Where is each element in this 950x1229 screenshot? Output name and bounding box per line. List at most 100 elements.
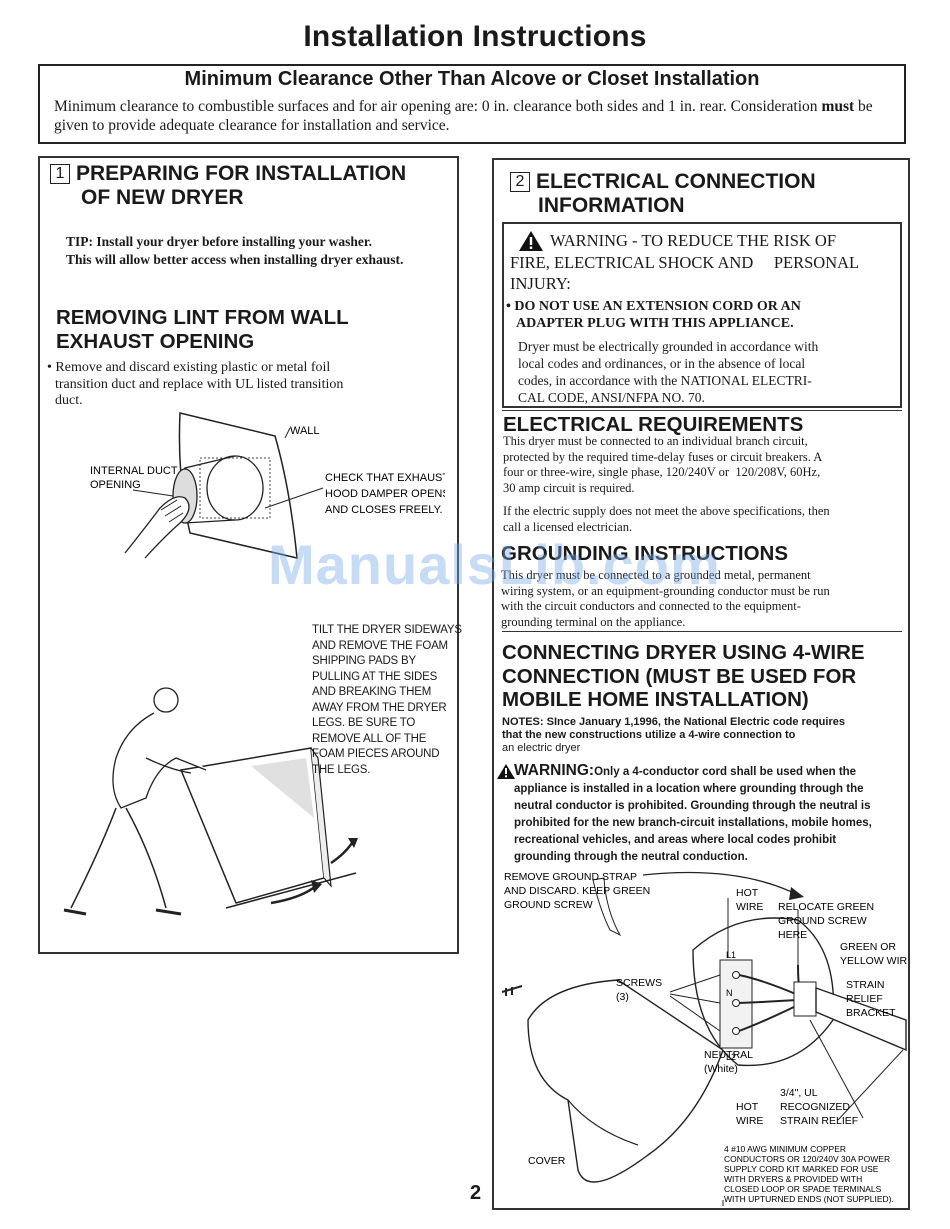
warning-line1: WARNING - TO REDUCE THE RISK OF	[550, 231, 837, 250]
grounding-line: wiring system, or an equipment-grounding…	[501, 583, 830, 598]
relocate-label-1: RELOCATE GREEN	[778, 901, 874, 913]
lint-heading-line2: EXHAUST OPENING	[56, 330, 255, 353]
hot-wire-label-2: WIRE	[736, 901, 763, 913]
grounded-line: CAL CODE, ANSI/NFPA NO. 70.	[518, 390, 705, 405]
tilt-line: AND BREAKING THEM	[312, 686, 432, 698]
licensed-electrician-text: If the electric supply does not meet the…	[503, 504, 830, 535]
grounding-line: grounding terminal on the appliance.	[501, 614, 686, 629]
terminal-l1-label: L1	[726, 950, 736, 960]
remove-strap-label-2: AND DISCARD. KEEP GREEN	[504, 885, 650, 897]
tilt-line: SHIPPING PADS BY	[312, 655, 416, 667]
warning-box: WARNING - TO REDUCE THE RISK OF FIRE, EL…	[502, 222, 902, 408]
wall-exhaust-illustration: WALL INTERNAL DUCT OPENING CHECK THAT EX…	[90, 412, 445, 559]
tilt-line: AWAY FROM THE DRYER	[312, 701, 447, 714]
warning2-line: grounding through the neutral conduction…	[514, 851, 748, 863]
tip-line1: TIP: Install your dryer before installin…	[66, 234, 373, 249]
lint-bullet-line1: • Remove and discard existing plastic or…	[47, 360, 331, 375]
tilt-line: PULLING AT THE SIDES	[312, 670, 438, 683]
ul-label-1: 3/4", UL	[780, 1087, 818, 1099]
tilt-line: LEGS. BE SURE TO	[312, 717, 416, 729]
no-ext-line2: ADAPTER PLUG WITH THIS APPLIANCE.	[516, 316, 794, 331]
internal-duct-label-2: OPENING	[90, 479, 141, 491]
hot-wire2-label-1: HOT	[736, 1101, 759, 1113]
section-number-box: 2	[510, 172, 530, 192]
no-extension-cord-text: • DO NOT USE AN EXTENSION CORD OR AN ADA…	[506, 298, 801, 332]
conductor-line: CLOSED LOOP OR SPADE TERMINALS	[724, 1184, 882, 1194]
four-wire-heading-line: CONNECTING DRYER USING 4-WIRE	[502, 641, 865, 664]
elec-req-line: four or three-wire, single phase, 120/24…	[503, 465, 821, 479]
lint-bullet-line2: transition duct and replace with UL list…	[55, 376, 344, 392]
tilt-line: TILT THE DRYER SIDEWAYS	[312, 624, 462, 636]
tilt-instructions: TILT THE DRYER SIDEWAYS AND REMOVE THE F…	[312, 623, 462, 778]
tilt-line: FOAM PIECES AROUND	[312, 748, 440, 760]
lint-heading-line1: REMOVING LINT FROM WALL	[56, 306, 349, 329]
licensed-line: call a licensed electrician.	[503, 519, 633, 534]
tip-text: TIP: Install your dryer before installin…	[66, 233, 403, 269]
grounding-heading: GROUNDING INSTRUCTIONS	[501, 542, 788, 565]
neutral-label-2: (White)	[704, 1063, 738, 1075]
remove-strap-label-3: GROUND SCREW	[504, 899, 593, 911]
warning2-label: WARNING:	[514, 762, 595, 779]
warning-text: WARNING - TO REDUCE THE RISK OF FIRE, EL…	[510, 230, 859, 295]
warning-triangle-icon	[497, 764, 515, 779]
right-column: 2 ELECTRICAL CONNECTION INFORMATION WARNI…	[492, 158, 910, 1210]
preparing-heading-line1: PREPARING FOR INSTALLATION	[76, 162, 407, 185]
lint-bullet-line3: duct.	[55, 393, 83, 408]
page-number: 2	[470, 1182, 482, 1204]
tilt-line: REMOVE ALL OF THE	[312, 732, 427, 745]
check-label-1: CHECK THAT EXHAUST	[325, 472, 445, 484]
four-wire-heading: CONNECTING DRYER USING 4-WIRE CONNECTION…	[502, 641, 865, 712]
conductor-line: WITH UPTURNED ENDS (NOT SUPPLIED).	[724, 1194, 894, 1204]
electrical-requirements-heading: ELECTRICAL REQUIREMENTS	[503, 413, 804, 436]
divider	[502, 410, 902, 411]
page-title: Installation Instructions	[303, 20, 647, 53]
relocate-label-3: HERE	[778, 929, 807, 941]
four-wire-heading-line: MOBILE HOME INSTALLATION)	[502, 688, 809, 711]
warning-line3: INJURY:	[510, 274, 571, 293]
green-wire-label-1: GREEN OR	[840, 941, 896, 953]
ul-label-3: STRAIN RELIEF	[780, 1115, 858, 1127]
four-conductor-warning: WARNING:Only a 4-conductor cord shall be…	[514, 762, 872, 866]
check-label-3: AND CLOSES FREELY.	[325, 504, 443, 516]
grounded-line: Dryer must be electrically grounded in a…	[518, 339, 819, 354]
conductor-line: SUPPLY CORD KIT MARKED FOR USE	[724, 1164, 879, 1174]
grounded-text: Dryer must be electrically grounded in a…	[518, 338, 818, 406]
warning-line2: FIRE, ELECTRICAL SHOCK AND PERSONAL	[510, 252, 860, 272]
internal-duct-label-1: INTERNAL DUCT	[90, 465, 178, 477]
conductor-line: CONDUCTORS OR 120/240V 30A POWER	[724, 1154, 890, 1164]
warning2-line: recreational vehicles, and areas where l…	[514, 834, 837, 846]
electrical-heading-line2: INFORMATION	[538, 194, 685, 217]
clearance-text: Minimum clearance to combustible surface…	[54, 97, 890, 135]
relocate-label-2: GROUND SCREW	[778, 915, 867, 927]
screws-label-1: SCREWS	[616, 977, 662, 989]
lint-heading: REMOVING LINT FROM WALL EXHAUST OPENING	[56, 306, 349, 354]
conductor-line: 4 #10 AWG MINIMUM COPPER	[724, 1144, 846, 1154]
cover-label: COVER	[528, 1155, 566, 1167]
electrical-requirements-text: This dryer must be connected to an indiv…	[503, 434, 822, 496]
tilt-line: THE LEGS.	[312, 763, 371, 776]
warning2-line: neutral conductor is prohibited. Groundi…	[514, 800, 871, 812]
screws-label-2: (3)	[616, 991, 629, 1003]
electrical-heading-line1: ELECTRICAL CONNECTION	[536, 170, 816, 193]
grounding-line: with the circuit conductors and connecte…	[501, 599, 801, 613]
tilt-line: AND REMOVE THE FOAM	[312, 639, 448, 652]
clearance-heading: Minimum Clearance Other Than Alcove or C…	[184, 68, 760, 90]
elec-req-line: 30 amp circuit is required.	[503, 480, 635, 495]
hot-wire-label-1: HOT	[736, 887, 759, 899]
strain-bracket-label-1: STRAIN	[846, 979, 885, 991]
notes-line: an electric dryer	[502, 742, 581, 754]
conductor-line: WITH DRYERS & PROVIDED WITH	[724, 1174, 862, 1184]
section-number-box: 1	[50, 164, 70, 184]
remove-strap-label-1: REMOVE GROUND STRAP	[504, 871, 637, 883]
warning2-first: Only a 4-conductor cord shall be used wh…	[594, 766, 857, 778]
wall-label: WALL	[290, 425, 320, 437]
licensed-line: If the electric supply does not meet the…	[503, 504, 830, 518]
electrical-heading: 2 ELECTRICAL CONNECTION INFORMATION	[510, 170, 816, 218]
warning2-line: prohibited for the new branch-circuit in…	[514, 817, 872, 829]
clearance-text-bold: must	[821, 98, 855, 115]
notes-line: NOTES: SInce January 1,1996, the Nationa…	[502, 716, 845, 728]
clearance-box: Minimum Clearance Other Than Alcove or C…	[38, 64, 906, 144]
watermark-logo: ManualsLib.com	[268, 533, 721, 596]
